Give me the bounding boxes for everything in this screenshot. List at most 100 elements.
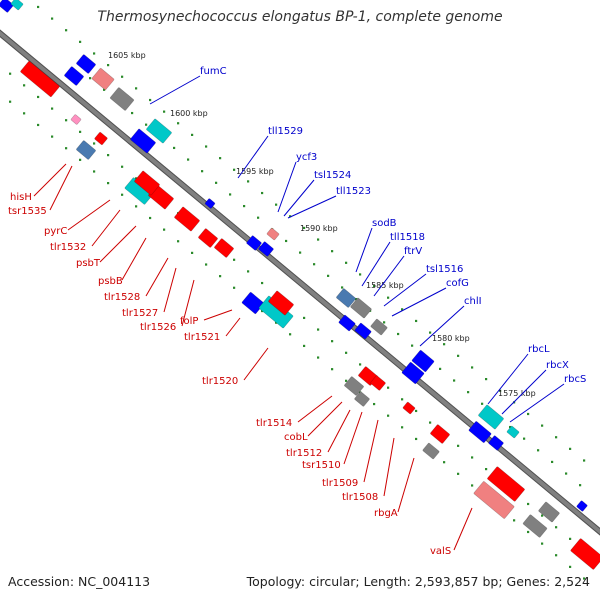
reverse-leader-line	[33, 163, 67, 197]
reverse-gene-label: tlr1526	[140, 322, 176, 333]
reverse-leader-line	[163, 267, 177, 313]
tick-dot-outer-bottom	[583, 577, 586, 580]
reverse-gene-label: tlr1520	[202, 376, 238, 387]
tick-dot-outer	[541, 424, 544, 427]
gene-block	[370, 375, 386, 391]
gene-block	[64, 66, 84, 86]
tick-dot-outer	[485, 378, 488, 381]
tick-dot-outer	[583, 459, 586, 462]
tick-dot-outer	[303, 226, 306, 230]
forward-gene-label: rbcX	[546, 360, 569, 371]
forward-leader-line	[355, 227, 373, 273]
gene-block	[94, 131, 108, 146]
tick-dot-outer	[149, 98, 152, 102]
tick-dot-outer-bottom	[527, 530, 530, 534]
forward-gene-label: fumC	[200, 66, 227, 77]
scale-label: 1580 kbp	[432, 334, 470, 343]
tick-dot-inner-top	[439, 367, 442, 370]
tick-dot-outer-bottom	[541, 542, 544, 545]
tick-dot-outer	[247, 180, 250, 183]
forward-gene-label: rbcS	[564, 374, 586, 385]
tick-dot-inner-top	[215, 181, 218, 184]
gene-block	[473, 481, 515, 519]
gene-block	[241, 291, 265, 315]
tick-dot-outer	[443, 343, 446, 346]
tick-dot-outer	[429, 331, 432, 334]
reverse-leader-line	[121, 237, 147, 281]
tick-dot-inner-bottom	[429, 421, 432, 424]
forward-gene-label: sodB	[372, 218, 397, 229]
reverse-gene-label: tlr1527	[122, 308, 158, 319]
tick-dot-outer	[51, 17, 54, 20]
tick-dot-outer	[359, 273, 362, 276]
forward-gene-label: tsl1524	[314, 170, 351, 181]
reverse-leader-line	[397, 457, 415, 513]
tick-dot-inner-bottom	[303, 316, 306, 320]
tick-dot-outer	[527, 412, 530, 416]
reverse-gene-label: tsr1535	[8, 206, 47, 217]
tick-dot-outer-bottom	[471, 484, 474, 487]
tick-dot-inner-top	[243, 204, 246, 208]
tick-dot-inner-bottom	[541, 514, 544, 517]
tick-dot-inner-top	[89, 77, 92, 80]
tick-dot-inner-bottom	[247, 270, 250, 273]
forward-gene-label: chlI	[464, 296, 482, 307]
gene-block	[411, 349, 435, 373]
tick-dot-outer-bottom	[93, 170, 96, 173]
gene-block	[76, 140, 96, 160]
tick-dot-outer	[191, 133, 194, 136]
tick-dot-inner-top	[187, 158, 190, 161]
tick-dot-outer-bottom	[149, 216, 152, 220]
tick-dot-inner-top	[355, 298, 358, 301]
tick-dot-inner-top	[299, 251, 302, 254]
tick-dot-outer	[233, 168, 236, 171]
backbone-layer	[0, 29, 600, 536]
gene-block	[10, 0, 24, 11]
tick-dot-inner-top	[509, 425, 512, 429]
tick-dot-outer	[79, 40, 82, 43]
tick-dot-inner-top	[257, 216, 260, 219]
tick-dot-inner-bottom	[359, 363, 362, 366]
tick-dot-inner-bottom	[37, 95, 40, 99]
tick-dot-outer	[569, 447, 572, 450]
forward-leader-line	[383, 273, 427, 307]
reverse-leader-line	[145, 257, 169, 297]
tick-dot-outer-bottom	[401, 426, 404, 429]
gene-block	[344, 376, 364, 396]
tick-dot-inner-top	[103, 88, 106, 91]
gene-block	[198, 228, 218, 248]
tick-dot-inner-top	[481, 402, 484, 405]
gene-block	[134, 170, 160, 196]
scale-label: 1585 kbp	[366, 281, 404, 290]
tick-dot-inner-top	[341, 286, 344, 289]
tick-dots-layer	[9, 5, 586, 580]
tick-dot-outer-bottom	[569, 565, 572, 568]
tick-dot-inner-bottom	[471, 456, 474, 459]
tick-dot-outer	[135, 87, 138, 90]
tick-dot-inner-top	[411, 344, 414, 347]
tick-dot-outer-bottom	[331, 368, 334, 371]
reverse-gene-label: folP	[180, 316, 198, 327]
tick-dot-outer	[65, 29, 68, 32]
forward-leader-line	[373, 255, 405, 297]
gene-block	[354, 391, 370, 407]
tick-dot-outer-bottom	[65, 147, 68, 150]
tick-dot-inner-top	[173, 146, 176, 150]
forward-leader-line	[149, 75, 201, 105]
tick-dot-outer	[163, 110, 166, 113]
gene-block	[130, 128, 156, 154]
scale-label: 1595 kbp	[236, 167, 274, 176]
reverse-gene-label: tlr1532	[50, 242, 86, 253]
reverse-leader-line	[99, 225, 137, 263]
reverse-gene-label: pyrC	[44, 226, 67, 237]
reverse-leader-line	[363, 419, 379, 483]
reverse-leader-line	[327, 409, 351, 453]
tick-dot-outer	[415, 319, 418, 323]
gene-blocks-layer	[0, 0, 600, 570]
tick-dot-inner-bottom	[65, 119, 68, 122]
tick-dot-inner-bottom	[9, 72, 12, 75]
tick-dot-inner-bottom	[93, 142, 96, 145]
tick-dot-outer	[121, 75, 124, 78]
